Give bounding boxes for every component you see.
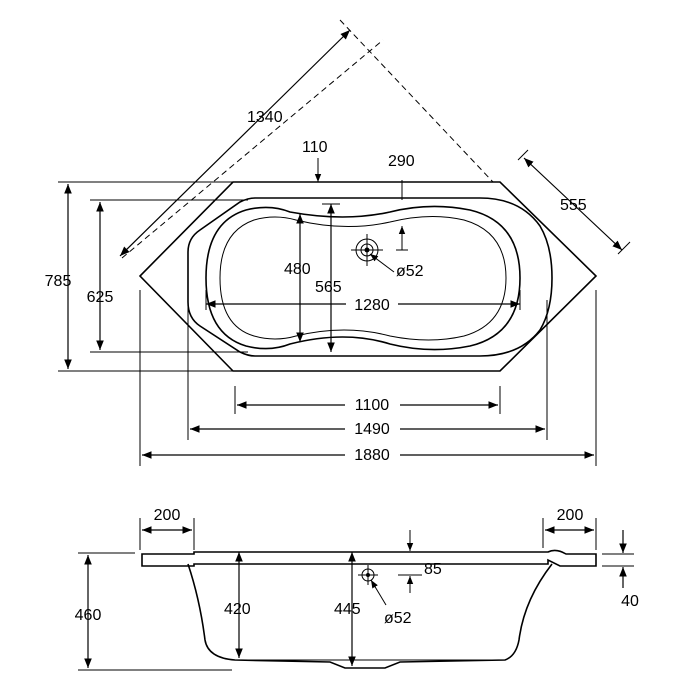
dim-label-785: 785 [45,273,72,290]
dim-label-565: 565 [315,279,342,296]
outer-rim-outline [138,181,598,372]
dim-label-1880: 1880 [354,447,390,464]
dim-label-1100: 1100 [355,397,390,414]
dim-label-drain-diameter: ø52 [396,263,424,280]
plan-view: 1340 555 110 290 785 625 480 565 ø52 [45,19,631,466]
dim-label-40: 40 [621,593,639,610]
dim-label-625: 625 [87,289,114,306]
corner-dashed-line-left [121,39,384,259]
bowl-bottom-outline [219,215,507,341]
dim-line-555 [523,157,623,251]
dim-label-290: 290 [388,153,415,170]
dim-label-1340: 1340 [247,109,283,126]
corner-dashed-line-right [339,19,494,183]
dim-label-overflow-diameter: ø52 [384,610,412,627]
overflow-icon [358,565,378,585]
section-body-outline [187,563,553,669]
section-view: 200 200 460 420 445 85 ø52 40 [75,507,639,671]
dim-label-1490: 1490 [354,421,390,438]
dim-label-200-left: 200 [154,507,181,524]
dim-label-85: 85 [424,561,442,578]
section-rim-outline [141,549,597,567]
bowl-inner-outline [205,205,521,351]
dim-label-555: 555 [560,197,587,214]
dim-label-480: 480 [284,261,311,278]
drain-icon [351,234,383,266]
dim-label-460: 460 [75,607,102,624]
dim-label-445: 445 [334,601,361,618]
dim-label-110: 110 [302,139,328,156]
dim-label-420: 420 [224,601,251,618]
dim-line-1340 [119,29,351,257]
dim-label-1280: 1280 [354,297,390,314]
dim-label-200-right: 200 [557,507,584,524]
